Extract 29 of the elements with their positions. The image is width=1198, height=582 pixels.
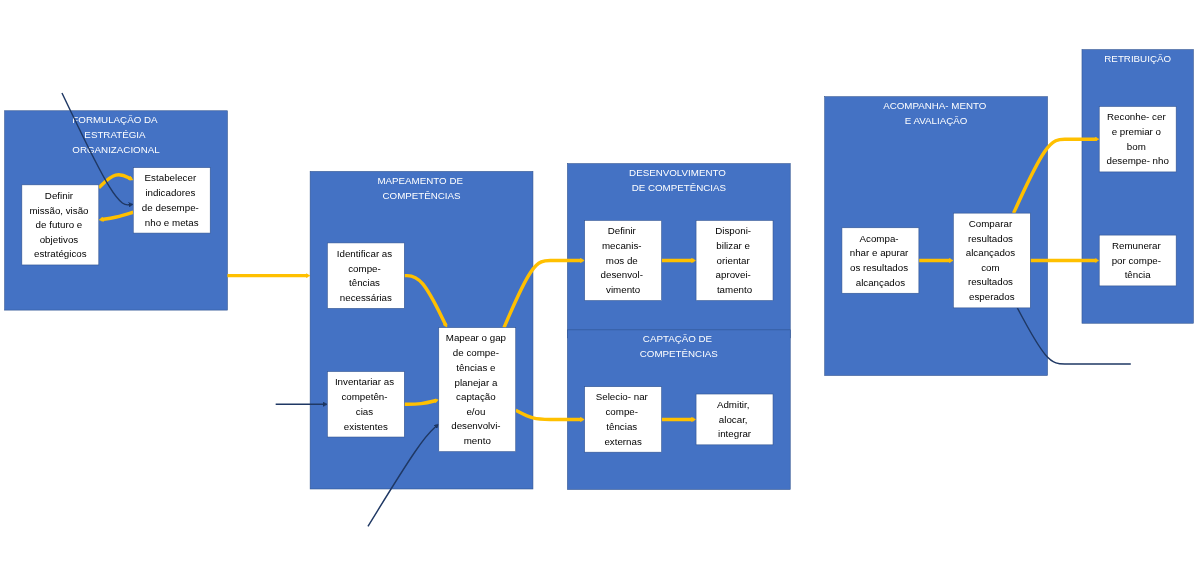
node-box: Selecio- nar compe- tências externas: [584, 386, 662, 453]
arrow: [502, 257, 585, 328]
node-box: Definir missão, visão de futuro e objetivos estratégicos: [21, 184, 100, 265]
arrow: [367, 423, 439, 527]
node-box: Acompa- nhar e apurar os resultados alcançados: [841, 227, 920, 294]
arrow: [97, 172, 134, 189]
arrow: [661, 257, 697, 263]
node-box: Comparar resultados alcançados com resultados esperados: [953, 212, 1031, 308]
node-box: Identificar as compe- tências necessárias: [327, 242, 405, 309]
arrow: [61, 91, 134, 207]
arrow: [661, 416, 697, 422]
arrow: [404, 273, 448, 328]
connector: [1016, 306, 1132, 365]
arrow: [514, 408, 585, 422]
arrow: [404, 398, 439, 406]
arrow: [1012, 136, 1100, 214]
node-box: Remunerar por compe- tência: [1098, 234, 1177, 286]
node-box: Estabelecer indicadores de desempe- nho e metas: [132, 166, 211, 233]
node-box: Admitir, alocar, integrar: [695, 393, 774, 445]
node-box: Mapear o gap de compe- tências e planejar a captação e/ou desenvolvi- mento: [438, 326, 516, 452]
arrow: [227, 272, 311, 278]
node-box: Inventariar as competên- cias existentes: [327, 370, 405, 437]
node-box: Definir mecanis- mos de desenvol- vimento: [584, 219, 662, 301]
arrow: [98, 210, 134, 222]
arrow: [918, 257, 954, 263]
arrow: [1030, 257, 1100, 263]
node-box: Reconhe- cer e premiar o bom desempe- nho: [1098, 105, 1177, 172]
node-box: Disponi- bilizar e orientar aprovei- tamento: [695, 219, 774, 301]
arrow: [274, 401, 328, 407]
